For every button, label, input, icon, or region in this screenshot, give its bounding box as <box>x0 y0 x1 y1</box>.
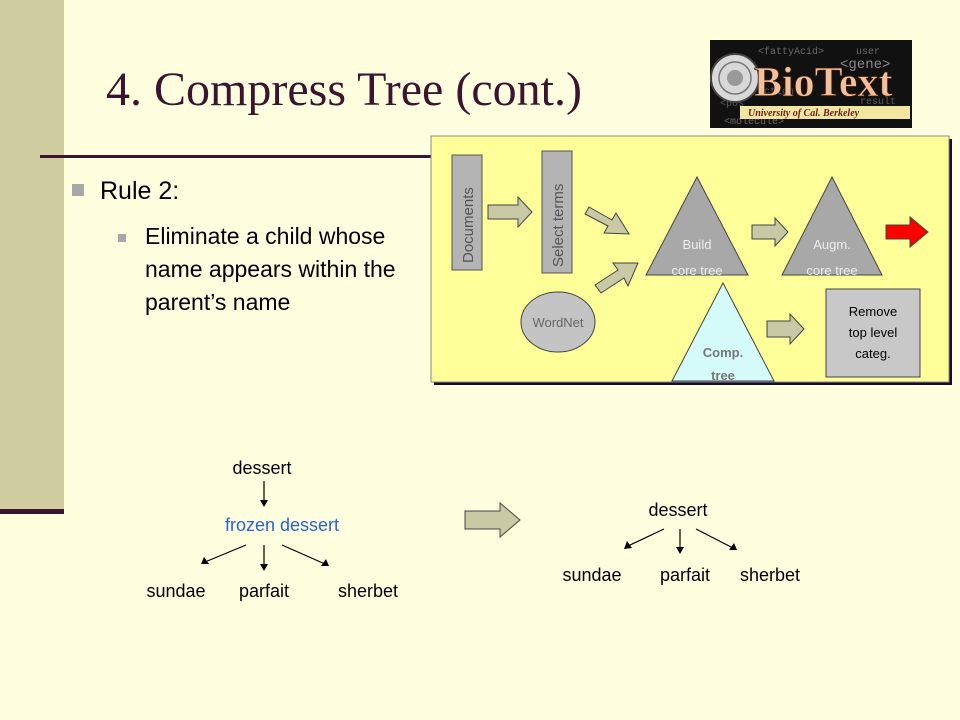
select-terms-box: Select terms <box>541 150 573 274</box>
slide-title: 4. Compress Tree (cont.) <box>106 63 582 116</box>
before-leaf: sundae <box>146 581 205 601</box>
augment-core-tree-triangle: Augm. core tree <box>781 175 883 278</box>
svg-text:Augm.: Augm. <box>813 237 851 252</box>
after-tree: dessert sundae parfait sherbet <box>562 500 800 585</box>
svg-text:<pos: <pos <box>720 99 744 110</box>
svg-text:Comp.: Comp. <box>703 345 743 360</box>
before-child: frozen dessert <box>225 515 339 535</box>
after-leaf: sundae <box>562 565 621 585</box>
svg-text:tree: tree <box>711 368 735 383</box>
sidebar-band <box>0 0 64 512</box>
after-leaf: parfait <box>660 565 710 585</box>
svg-text:result: result <box>860 96 896 108</box>
svg-text:Documents: Documents <box>460 187 477 263</box>
svg-text:<fattyAcid>: <fattyAcid> <box>758 46 824 58</box>
title-rule <box>40 155 470 158</box>
rule-label: Rule 2: <box>100 177 180 205</box>
arrow-diagonal-up-icon <box>594 262 639 294</box>
bullet-square <box>72 184 84 196</box>
transform-arrow-icon <box>464 501 521 539</box>
logo-subtitle: University of Cal. Berkeley <box>748 108 860 119</box>
before-tree: dessert frozen dessert sundae parfait sh… <box>146 458 398 601</box>
before-leaf: sherbet <box>338 581 398 601</box>
sidebar-bottom-rule <box>0 509 64 514</box>
arrow-right-icon <box>766 312 805 346</box>
svg-text:<gene>: <gene> <box>840 57 890 73</box>
remove-top-level-box: Remove top level categ. <box>825 288 921 378</box>
before-root: dessert <box>232 458 291 478</box>
rule-description: Eliminate a child whose name appears wit… <box>145 223 396 315</box>
arrow-right-icon <box>751 216 789 248</box>
logo-wordmark: BioText <box>754 60 892 106</box>
svg-text:Remove: Remove <box>849 304 897 319</box>
sub-bullet-square <box>118 234 126 242</box>
after-root: dessert <box>648 500 707 520</box>
biotext-logo: <fattyAcid> user <gene> <interaction <po… <box>710 40 912 128</box>
compress-tree-triangle: Comp. tree <box>671 281 775 383</box>
svg-text:core tree: core tree <box>806 263 857 278</box>
build-core-tree-triangle: Build core tree <box>645 175 749 278</box>
wordnet-ellipse: WordNet <box>520 291 596 353</box>
after-leaf: sherbet <box>740 565 800 585</box>
arrow-diagonal-down-icon <box>584 206 630 235</box>
arrow-right-icon <box>487 195 533 229</box>
process-flow-diagram: Documents Select terms Build core tree A… <box>430 135 952 385</box>
svg-text:user: user <box>856 47 880 58</box>
svg-text:Build: Build <box>683 237 712 252</box>
before-leaf: parfait <box>239 581 289 601</box>
arrow-right-red-icon <box>885 215 929 249</box>
svg-text:top level: top level <box>849 325 898 340</box>
documents-box: Documents <box>451 154 483 271</box>
svg-text:core tree: core tree <box>671 263 722 278</box>
svg-text:Select terms: Select terms <box>550 184 567 267</box>
svg-text:WordNet: WordNet <box>532 315 583 330</box>
svg-text:categ.: categ. <box>855 346 890 361</box>
